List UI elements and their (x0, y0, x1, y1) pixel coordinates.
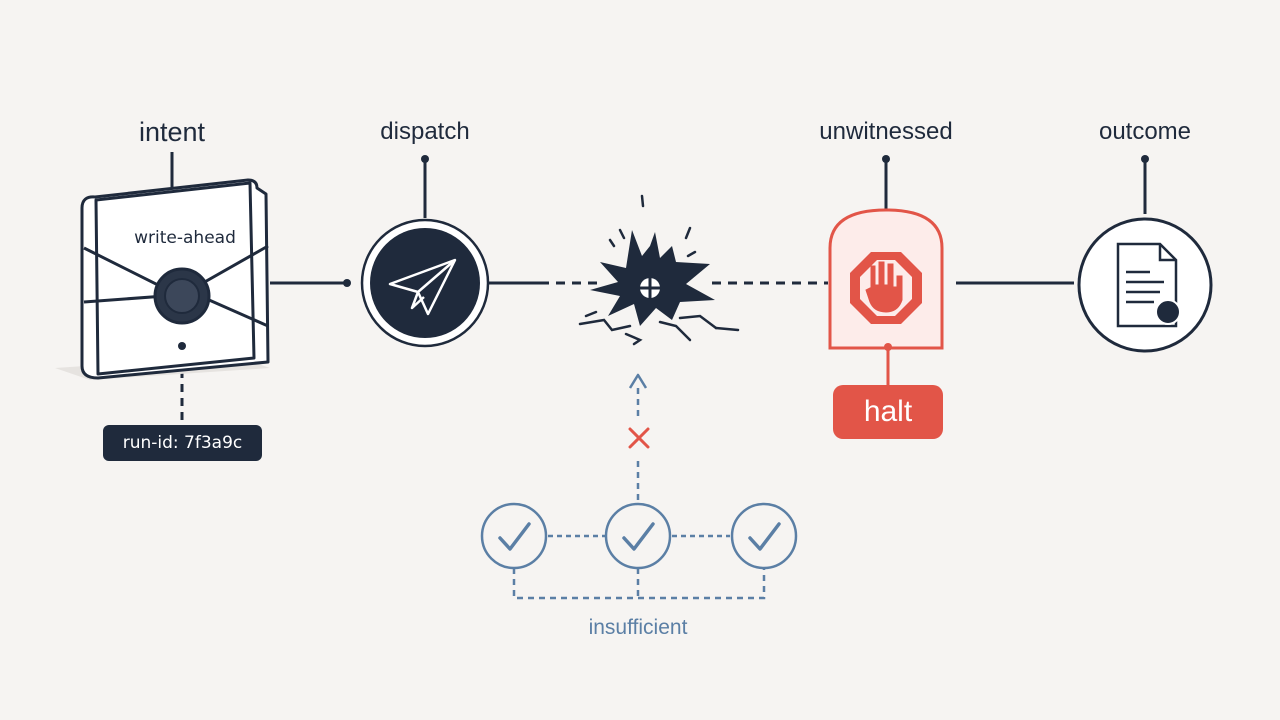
label-intent: intent (138, 117, 206, 147)
label-outcome: outcome (1098, 118, 1192, 145)
insufficient-label: insufficient (588, 616, 688, 639)
check-icon (480, 502, 548, 570)
dispatch-node (360, 218, 490, 348)
stop-hand-node (828, 208, 944, 385)
check-icon (730, 502, 798, 570)
paper-plane-icon (388, 258, 457, 316)
label-unwitnessed: unwitnessed (819, 118, 953, 145)
explosion-icon (578, 194, 740, 346)
book-label: write-ahead (134, 228, 236, 248)
x-mark-icon (628, 427, 650, 449)
halt-badge: halt (833, 385, 943, 439)
sealed-book-icon (55, 178, 270, 380)
blocked-arrow (628, 373, 648, 500)
check-icon (604, 502, 672, 570)
document-icon (1116, 242, 1181, 328)
label-dispatch: dispatch (380, 118, 470, 145)
outcome-node (1077, 217, 1213, 353)
stop-hand-icon (850, 252, 922, 324)
run-id-badge: run-id: 7f3a9c (103, 425, 262, 461)
witness-group (480, 502, 798, 600)
